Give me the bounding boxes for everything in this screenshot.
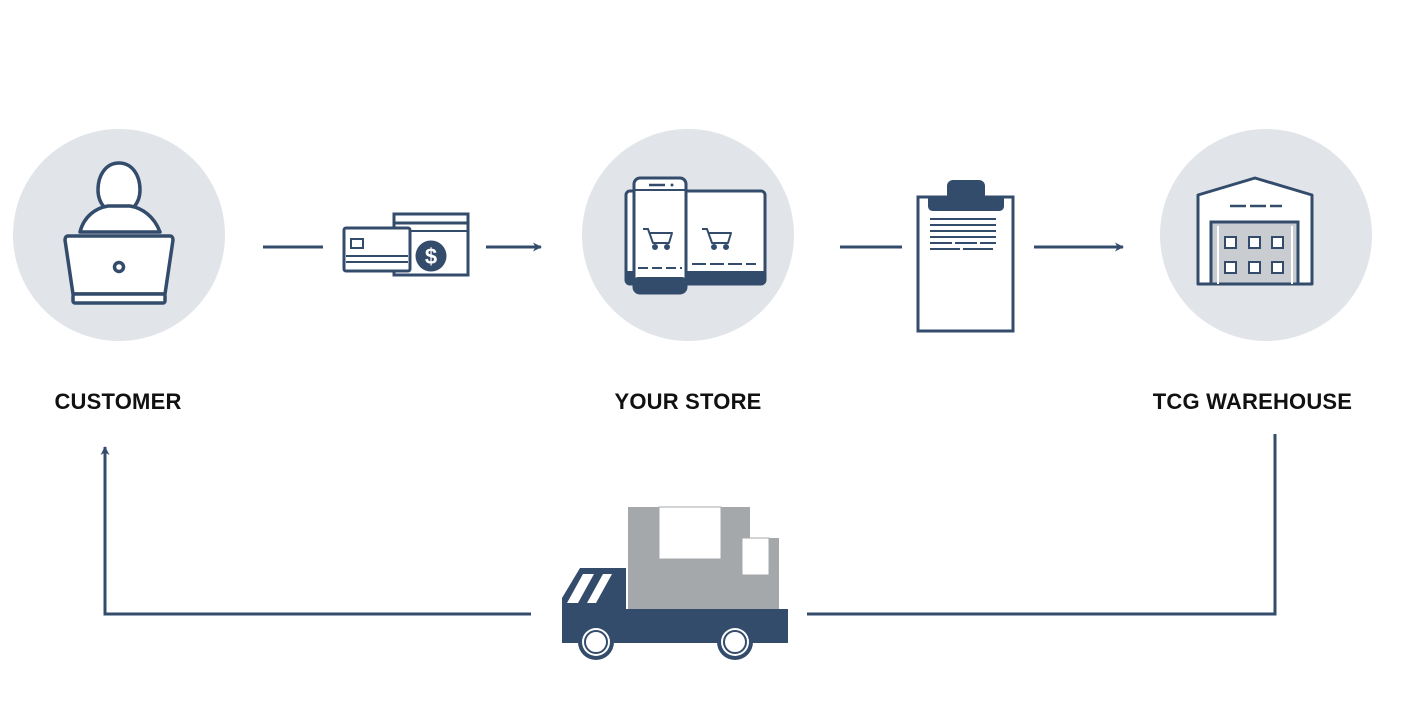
svg-text:$: $ [425,244,437,269]
truck-to-customer-arrow [100,446,531,616]
store-node [582,129,794,341]
payment-connector: $ [263,212,542,277]
credit-card-cash-icon: $ [342,212,470,277]
customer-node [13,129,225,341]
tablet-cart-icon [702,228,732,250]
clipboard-icon [916,180,1015,333]
warehouse-label: TCG WAREHOUSE [1152,389,1353,414]
warehouse-node [1160,129,1372,341]
delivery-truck-icon [562,506,788,660]
warehouse-to-truck-line [807,434,1277,616]
order-connector [840,180,1124,333]
person-laptop-icon [63,161,175,305]
dollar-coin-icon [415,240,447,272]
warehouse-icon [1196,176,1314,286]
customer-label: CUSTOMER [54,389,182,414]
phone-cart-icon [643,228,673,250]
phone-tablet-cart-icon [624,176,767,295]
store-label: YOUR STORE [614,389,762,414]
